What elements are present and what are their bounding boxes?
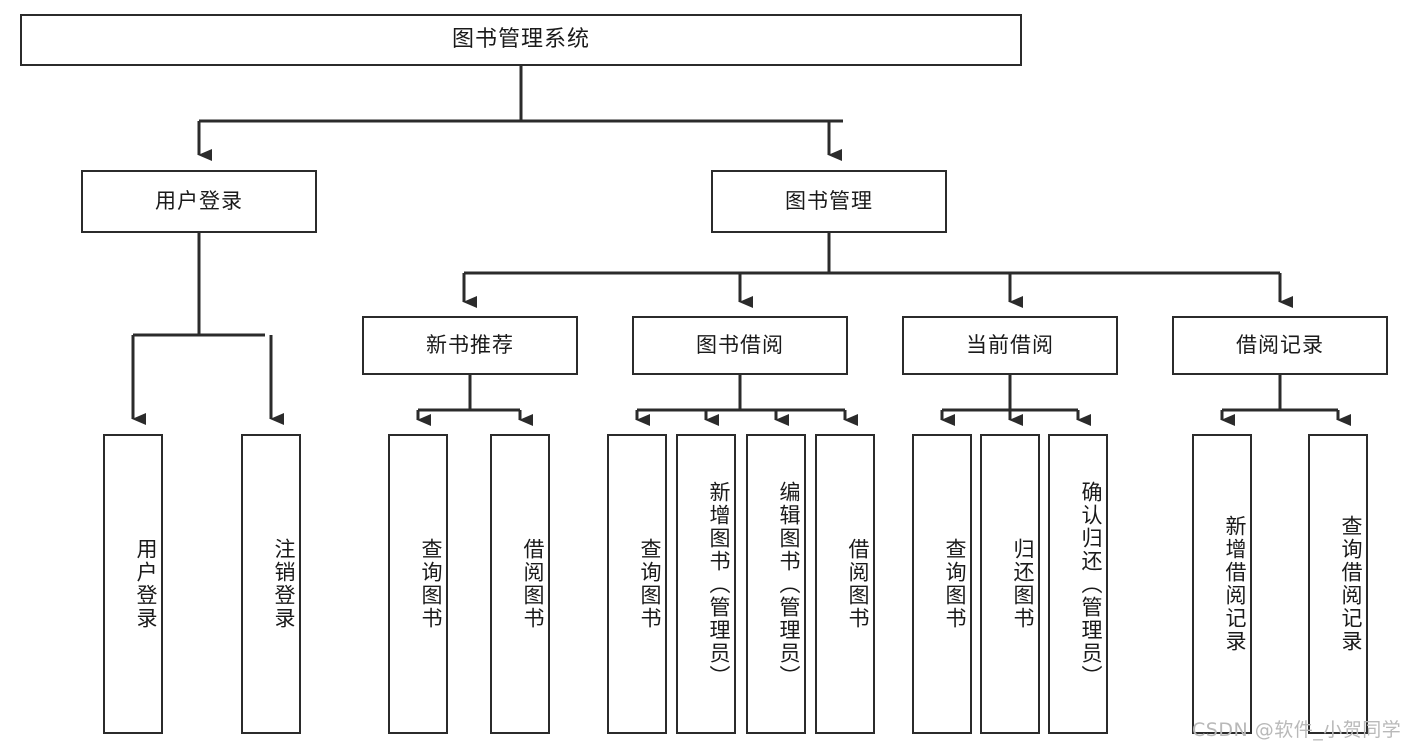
node-book-borrow[interactable]: 图书借阅 bbox=[632, 316, 848, 375]
node-label: 用户登录 bbox=[134, 538, 158, 630]
leaf-add-borrow-record[interactable]: 新增借阅记录 bbox=[1192, 434, 1252, 734]
leaf-query-borrow-record[interactable]: 查询借阅记录 bbox=[1308, 434, 1368, 734]
leaf-query-books-current[interactable]: 查询图书 bbox=[912, 434, 972, 734]
node-label: 查询借阅记录 bbox=[1339, 515, 1363, 653]
node-label: 确认归还（管理员） bbox=[1079, 480, 1103, 688]
node-label: 借阅图书 bbox=[846, 538, 870, 630]
leaf-borrow-books-recommend[interactable]: 借阅图书 bbox=[490, 434, 550, 734]
node-label: 当前借阅 bbox=[966, 332, 1054, 357]
leaf-edit-book-admin[interactable]: 编辑图书（管理员） bbox=[746, 434, 806, 734]
node-label: 注销登录 bbox=[272, 538, 296, 630]
node-label: 图书借阅 bbox=[696, 332, 784, 357]
node-label: 图书管理 bbox=[785, 188, 873, 213]
node-label: 新增借阅记录 bbox=[1223, 515, 1247, 653]
watermark-text: CSDN @软件_小贺同学 bbox=[1192, 719, 1402, 741]
node-label: 新书推荐 bbox=[426, 332, 514, 357]
node-label: 查询图书 bbox=[638, 538, 662, 630]
node-label: 查询图书 bbox=[943, 538, 967, 630]
node-root-system[interactable]: 图书管理系统 bbox=[20, 14, 1022, 66]
node-label: 归还图书 bbox=[1011, 538, 1035, 630]
leaf-return-books[interactable]: 归还图书 bbox=[980, 434, 1040, 734]
leaf-query-books-borrow[interactable]: 查询图书 bbox=[607, 434, 667, 734]
node-label: 图书管理系统 bbox=[451, 26, 590, 52]
leaf-confirm-return-admin[interactable]: 确认归还（管理员） bbox=[1048, 434, 1108, 734]
leaf-user-login[interactable]: 用户登录 bbox=[103, 434, 163, 734]
node-label: 编辑图书（管理员） bbox=[777, 480, 801, 688]
node-book-management[interactable]: 图书管理 bbox=[711, 170, 947, 233]
node-borrow-records[interactable]: 借阅记录 bbox=[1172, 316, 1388, 375]
leaf-borrow-books[interactable]: 借阅图书 bbox=[815, 434, 875, 734]
leaf-add-book-admin[interactable]: 新增图书（管理员） bbox=[676, 434, 736, 734]
node-label: 借阅记录 bbox=[1236, 332, 1324, 357]
node-label: 新增图书（管理员） bbox=[707, 480, 731, 688]
leaf-logout[interactable]: 注销登录 bbox=[241, 434, 301, 734]
node-label: 用户登录 bbox=[155, 188, 243, 213]
node-user-login[interactable]: 用户登录 bbox=[81, 170, 317, 233]
node-current-borrow[interactable]: 当前借阅 bbox=[902, 316, 1118, 375]
leaf-query-books-recommend[interactable]: 查询图书 bbox=[388, 434, 448, 734]
node-label: 查询图书 bbox=[419, 538, 443, 630]
node-new-book-recommend[interactable]: 新书推荐 bbox=[362, 316, 578, 375]
node-label: 借阅图书 bbox=[521, 538, 545, 630]
